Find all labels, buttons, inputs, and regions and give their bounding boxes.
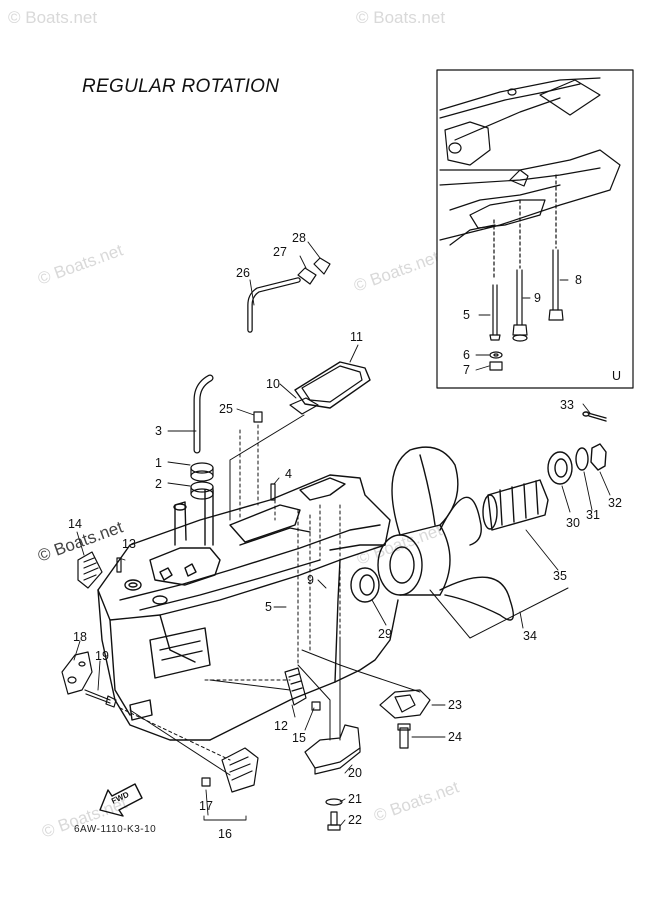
callout-10: 10: [266, 377, 280, 391]
callout-28: 28: [292, 231, 306, 245]
water-hose-assembly: [247, 257, 331, 333]
callout-11: 11: [350, 330, 363, 344]
callout-25: 25: [219, 402, 233, 416]
trim-tab-parts: [61, 551, 321, 793]
callout-32: 32: [608, 496, 622, 510]
anode-parts: [304, 689, 431, 831]
callout-8: 8: [575, 273, 582, 287]
callout-23: 23: [448, 698, 462, 712]
propeller-assembly: [350, 411, 607, 639]
callout-19: 19: [95, 649, 109, 663]
callout-20: 20: [348, 766, 362, 780]
callout-15: 15: [292, 731, 306, 745]
callout-5-inset: 5: [463, 308, 470, 322]
callout-34: 34: [523, 629, 537, 643]
callout-30: 30: [566, 516, 580, 530]
callout-1: 1: [155, 456, 162, 470]
forward-arrow-icon: FWD: [99, 783, 143, 817]
callout-21: 21: [348, 792, 362, 806]
fwd-label: FWD: [110, 790, 131, 806]
callout-33: 33: [560, 398, 574, 412]
callout-5: 5: [265, 600, 272, 614]
watermark: © Boats.net: [8, 8, 98, 27]
callout-18: 18: [73, 630, 87, 644]
diagram-code: 6AW-1110-K3-10: [74, 824, 157, 835]
assembly-connector-lines: [129, 414, 421, 776]
callout-22: 22: [348, 813, 362, 827]
callout-17: 17: [199, 799, 213, 813]
upper-parts: [116, 374, 276, 573]
callout-2: 2: [155, 477, 162, 491]
water-seal: [289, 361, 371, 415]
callout-9-inset: 9: [534, 291, 541, 305]
callout-labels: 1 2 3 4 5 5 6 7 8 9 9 10 11 12 13 14 15 …: [68, 231, 622, 841]
callout-29: 29: [378, 627, 392, 641]
callout-4: 4: [285, 467, 292, 481]
inset-letter: U: [612, 369, 621, 383]
callout-6: 6: [463, 348, 470, 362]
callout-35: 35: [553, 569, 567, 583]
assembly-guide-lines: [119, 424, 341, 761]
callout-31: 31: [586, 508, 600, 522]
watermark: © Boats.net: [356, 8, 446, 27]
callout-9: 9: [307, 573, 314, 587]
callout-16: 16: [218, 827, 232, 841]
callout-leader-lines: [73, 241, 611, 827]
callout-3: 3: [155, 424, 162, 438]
inset-detail: [436, 69, 634, 389]
callout-26: 26: [236, 266, 250, 280]
lower-casing: [97, 474, 399, 741]
callout-7: 7: [463, 363, 470, 377]
callout-13: 13: [122, 537, 136, 551]
diagram-title: REGULAR ROTATION: [82, 76, 280, 97]
callout-24: 24: [448, 730, 462, 744]
callout-12: 12: [274, 719, 288, 733]
callout-27: 27: [273, 245, 287, 259]
callout-14: 14: [68, 517, 82, 531]
